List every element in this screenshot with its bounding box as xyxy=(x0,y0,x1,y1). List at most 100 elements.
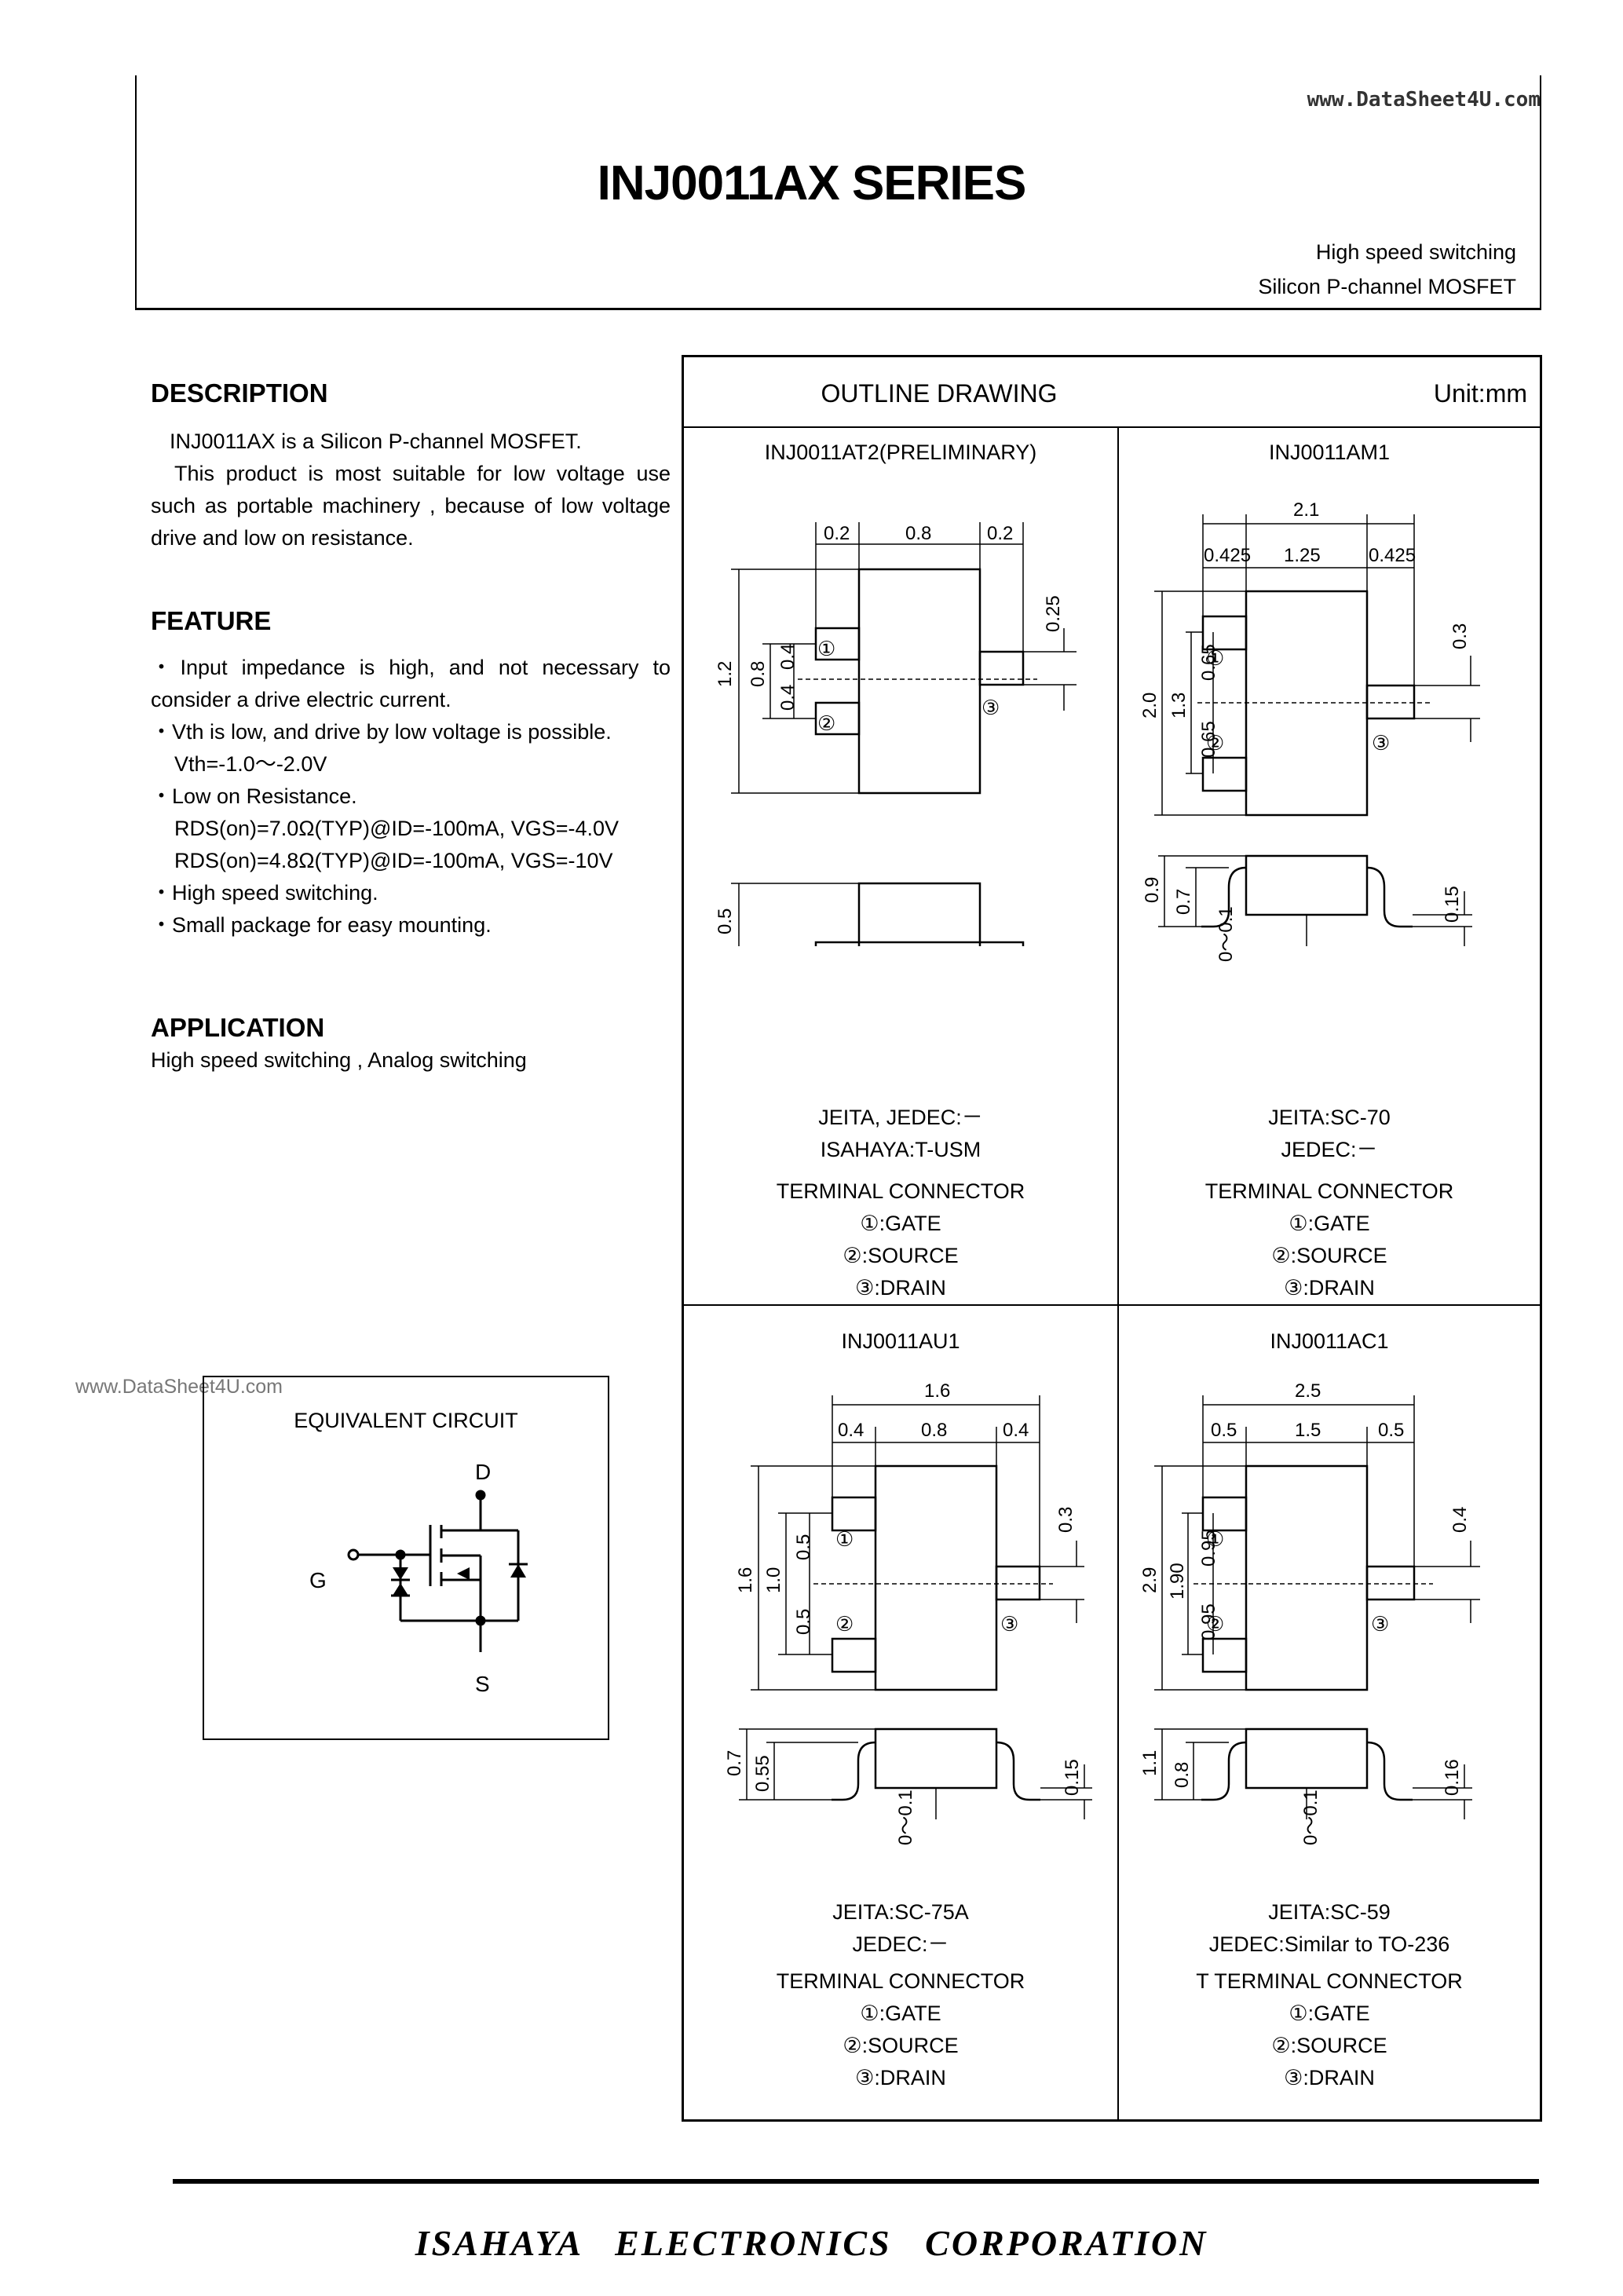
terminal-label-d: D xyxy=(475,1460,491,1484)
dim-label: 0.4 xyxy=(777,685,799,711)
terminal-heading: TERMINAL CONNECTOR xyxy=(776,1179,1025,1203)
dim-label: 0.3 xyxy=(1055,1507,1077,1533)
application-heading: APPLICATION xyxy=(151,1013,325,1042)
terminal-heading: T TERMINAL CONNECTOR xyxy=(1196,1969,1463,1993)
pin-marker: ① xyxy=(1206,1527,1224,1551)
terminal-drain: ③:DRAIN xyxy=(1284,2066,1375,2089)
pin-marker: ③ xyxy=(1372,731,1390,755)
dim-label: 1.2 xyxy=(715,661,736,687)
terminal-drain: ③:DRAIN xyxy=(855,1276,946,1300)
standard-line: ISAHAYA:T-USM xyxy=(820,1138,981,1161)
watermark-mid: www.DataSheet4U.com xyxy=(75,1376,283,1398)
dim-label: 1.3 xyxy=(1168,693,1190,718)
package-info: JEITA, JEDEC:－ ISAHAYA:T-USM TERMINAL CO… xyxy=(684,1102,1117,1304)
pin-marker: ② xyxy=(817,711,835,735)
dim-standoff: 0～0.1 xyxy=(1215,906,1237,962)
terminal-heading: TERMINAL CONNECTOR xyxy=(776,1969,1025,1993)
dim-label: 1.90 xyxy=(1167,1563,1188,1600)
pin-marker: ① xyxy=(817,637,835,660)
feature-list: ・Input impedance is high, and not necess… xyxy=(151,652,671,941)
dim-label: 2.1 xyxy=(1293,499,1319,521)
standard-line: JEITA, JEDEC:－ xyxy=(818,1106,983,1129)
dim-standoff: 0～0.1 xyxy=(895,1790,916,1845)
mosfet-symbol: D G S xyxy=(309,1460,528,1696)
dim-label: 0.15 xyxy=(1442,886,1463,923)
dim-label: 0.8 xyxy=(1172,1762,1193,1788)
terminal-drain: ③:DRAIN xyxy=(1284,1276,1375,1300)
dim-label: 0.2 xyxy=(987,523,1013,544)
package-info: JEITA:SC-59 JEDEC:Similar to TO-236 T TE… xyxy=(1119,1896,1540,2094)
feature-item: ・High speed switching. xyxy=(151,881,378,905)
feature-item: RDS(on)=7.0Ω(TYP)@ID=-100mA, VGS=-4.0V xyxy=(174,817,620,840)
dim-label: 0.16 xyxy=(1442,1759,1463,1796)
pin-marker: ③ xyxy=(1000,1612,1018,1636)
terminal-drain: ③:DRAIN xyxy=(855,2066,946,2089)
dim-label: 0.4 xyxy=(777,644,799,670)
feature-item: RDS(on)=4.8Ω(TYP)@ID=-100mA, VGS=-10V xyxy=(174,849,613,872)
dim-label: 0.15 xyxy=(1062,1759,1083,1796)
feature-item: ・Small package for easy mounting. xyxy=(151,913,492,937)
terminal-source: ②:SOURCE xyxy=(1271,1244,1387,1267)
dim-label: 0.65 xyxy=(1198,644,1219,681)
dim-label: 1.25 xyxy=(1284,545,1321,566)
terminal-source: ②:SOURCE xyxy=(843,1244,959,1267)
package-name: INJ0011AT2(PRELIMINARY) xyxy=(764,441,1037,464)
dim-label: 0.55 xyxy=(752,1755,773,1792)
package-drawing: 2.1 0.425 1.25 0.425 2.0 1.3 0.65 0.65 0… xyxy=(1139,499,1480,946)
dim-label: 0.425 xyxy=(1369,545,1416,566)
outline-drawing-frame: OUTLINE DRAWING Unit:mm INJ0011AT2(PRELI… xyxy=(682,355,1542,2122)
dim-label: 0.7 xyxy=(1173,889,1194,915)
dim-label: 0.8 xyxy=(921,1420,947,1441)
pin-marker: ① xyxy=(1206,646,1224,670)
terminal-source: ②:SOURCE xyxy=(843,2034,959,2057)
dim-label: 0.25 xyxy=(1043,595,1064,632)
feature-item: Vth=-1.0～-2.0V xyxy=(174,752,327,776)
dim-label: 0.4 xyxy=(1449,1507,1471,1533)
package-info: JEITA:SC-75A JEDEC:－ TERMINAL CONNECTOR … xyxy=(684,1896,1117,2094)
terminal-gate: ①:GATE xyxy=(860,2002,941,2025)
standard-line: JEDEC:－ xyxy=(1281,1138,1378,1161)
grid-hline xyxy=(684,1304,1540,1306)
dim-label: 2.5 xyxy=(1295,1380,1321,1402)
terminal-source: ②:SOURCE xyxy=(1271,2034,1387,2057)
header-frame xyxy=(135,75,1541,310)
dim-label: 0.8 xyxy=(748,661,769,687)
dim-label: 1.1 xyxy=(1139,1750,1161,1776)
dim-label: 0.8 xyxy=(905,523,931,544)
dim-label: 0.425 xyxy=(1204,545,1251,566)
pin-marker: ③ xyxy=(1371,1612,1389,1636)
equivalent-circuit-title: EQUIVALENT CIRCUIT xyxy=(294,1409,518,1432)
footer-rule xyxy=(173,2179,1539,2184)
subtitle-line1: High speed switching xyxy=(1315,240,1516,264)
pin-marker: ③ xyxy=(981,696,1000,719)
dim-label: 0.4 xyxy=(838,1420,864,1441)
feature-heading: FEATURE xyxy=(151,606,272,635)
dim-label: 1.0 xyxy=(763,1567,784,1593)
terminal-gate: ①:GATE xyxy=(1289,1212,1370,1235)
dim-label: 0.2 xyxy=(824,523,850,544)
dim-label: 0.9 xyxy=(1142,877,1163,903)
terminal-label-g: G xyxy=(309,1568,327,1592)
dim-label: 0.5 xyxy=(1378,1420,1404,1441)
dim-label: 1.6 xyxy=(924,1380,950,1402)
terminal-gate: ①:GATE xyxy=(860,1212,941,1235)
dim-label: 0.5 xyxy=(715,909,736,934)
package-name: INJ0011AM1 xyxy=(1268,441,1391,464)
standard-line: JEITA:SC-75A xyxy=(832,1900,969,1924)
outline-unit: Unit:mm xyxy=(1433,379,1527,408)
standard-line: JEDEC:Similar to TO-236 xyxy=(1208,1932,1450,1956)
dim-label: 0.65 xyxy=(1198,721,1219,758)
dim-label: 0.5 xyxy=(1211,1420,1237,1441)
dim-label: 2.9 xyxy=(1139,1567,1161,1593)
dim-label: 0.5 xyxy=(793,1609,814,1635)
dim-label: 2.0 xyxy=(1139,693,1161,718)
equivalent-circuit-box: EQUIVALENT CIRCUIT xyxy=(203,1376,609,1740)
pin-marker: ① xyxy=(835,1527,854,1551)
outline-header xyxy=(684,357,1540,428)
grid-vline xyxy=(1117,426,1119,2119)
dim-label: 0.95 xyxy=(1198,1603,1219,1640)
subtitle-line2: Silicon P-channel MOSFET xyxy=(1258,275,1516,298)
dim-label: 1.6 xyxy=(735,1567,756,1593)
standard-line: JEDEC:－ xyxy=(852,1932,949,1956)
package-drawing: 0.2 0.8 0.2 1.2 0.8 0.4 0.4 0.25 0.5 ① ②… xyxy=(715,522,1077,946)
